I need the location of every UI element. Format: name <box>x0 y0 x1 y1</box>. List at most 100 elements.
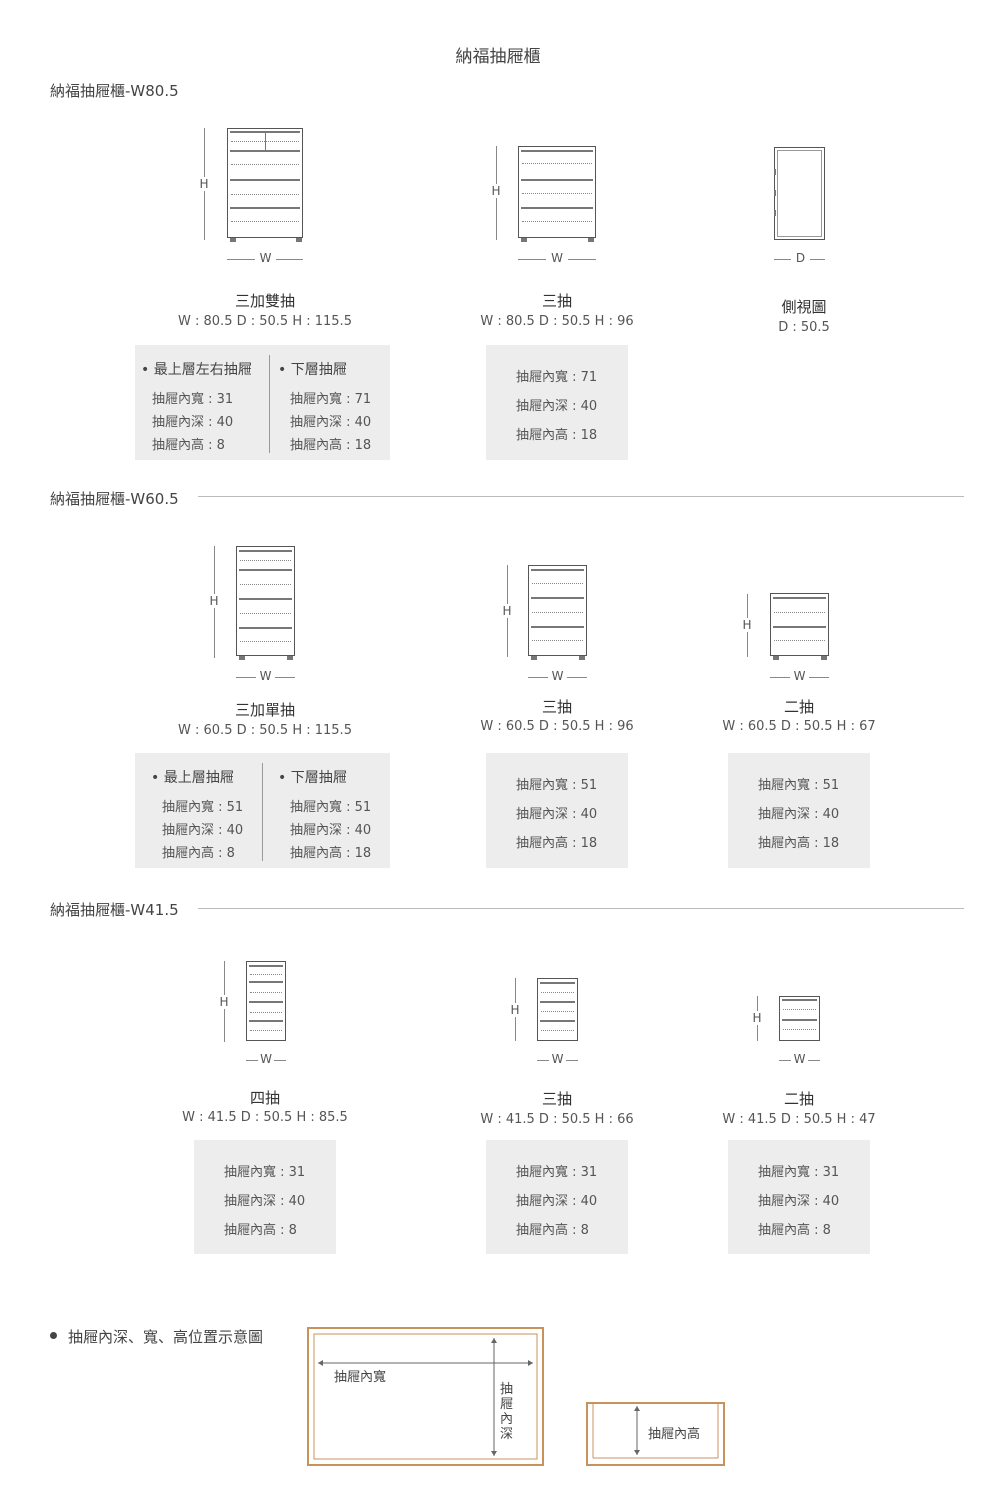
inner-height: 抽屜內高 : 8 <box>224 1223 297 1238</box>
box-divider <box>269 355 270 453</box>
inner-depth: 抽屜內深 : 40 <box>290 415 372 430</box>
product-spec: W : 60.5 D : 50.5 H : 67 <box>722 719 876 734</box>
inner-height: 抽屜內高 : 18 <box>516 836 598 851</box>
product-spec: W : 41.5 D : 50.5 H : 66 <box>480 1112 634 1127</box>
inner-depth: 抽屜內深 : 40 <box>162 823 244 838</box>
cabinet-front <box>227 128 303 238</box>
drawer-spec-box: 抽屜內寬 : 51 抽屜內深 : 40 抽屜內高 : 18 <box>728 753 870 868</box>
cabinet-front <box>236 546 295 656</box>
drawer-spec-box: 抽屜內寬 : 31 抽屜內深 : 40 抽屜內高 : 8 <box>728 1140 870 1254</box>
cabinet-front <box>528 565 587 656</box>
inner-width: 抽屜內寬 : 51 <box>162 800 244 815</box>
section-divider <box>198 908 964 909</box>
box-heading: • 下層抽屜 <box>278 770 347 786</box>
product-name: 三抽 <box>541 292 572 310</box>
inner-width: 抽屜內寬 : 51 <box>758 778 840 793</box>
drawer-spec-box: 抽屜內寬 : 51 抽屜內深 : 40 抽屜內高 : 18 <box>486 753 628 868</box>
side-view-title: 側視圖 <box>781 298 827 316</box>
inner-depth-label: 抽屜內深 <box>500 1382 514 1442</box>
drawer-spec-box: 抽屜內寬 : 31 抽屜內深 : 40 抽屜內高 : 8 <box>486 1140 628 1254</box>
height-label: H <box>196 177 212 191</box>
product-name: 四抽 <box>249 1089 280 1107</box>
width-label: W <box>259 669 272 683</box>
box-divider <box>262 763 263 861</box>
cabinet-front <box>770 593 829 656</box>
depth-label: D <box>795 251 806 265</box>
width-label: W <box>793 669 806 683</box>
cabinet-front <box>518 146 596 238</box>
product-name: 二抽 <box>783 698 814 716</box>
page-title: 納福抽屜櫃 <box>455 47 541 67</box>
drawer-side-view <box>586 1402 725 1466</box>
product-spec: W : 41.5 D : 50.5 H : 85.5 <box>182 1110 348 1125</box>
side-view-spec: D : 50.5 <box>778 320 830 335</box>
inner-width: 抽屜內寬 : 31 <box>152 392 234 407</box>
inner-height: 抽屜內高 : 18 <box>516 428 598 443</box>
width-label: W <box>260 1052 272 1066</box>
bullet-icon <box>50 1332 57 1339</box>
product-spec: W : 41.5 D : 50.5 H : 47 <box>722 1112 876 1127</box>
product-spec: W : 60.5 D : 50.5 H : 96 <box>480 719 634 734</box>
box-heading: • 下層抽屜 <box>278 362 347 378</box>
inner-depth: 抽屜內深 : 40 <box>516 807 598 822</box>
box-heading: • 最上層左右抽屜 <box>141 362 252 378</box>
section-title: 納福抽屜櫃-W41.5 <box>50 901 179 919</box>
inner-width: 抽屜內寬 : 31 <box>224 1165 306 1180</box>
product-name: 三加雙抽 <box>234 292 295 310</box>
product-name: 三加單抽 <box>234 701 295 719</box>
inner-width: 抽屜內寬 : 71 <box>290 392 372 407</box>
inner-height: 抽屜內高 : 18 <box>758 836 840 851</box>
height-label: H <box>739 618 755 632</box>
drawer-spec-box: • 最上層抽屜 抽屜內寬 : 51 抽屜內深 : 40 抽屜內高 : 8 • 下… <box>135 753 390 868</box>
inner-height: 抽屜內高 : 18 <box>290 846 372 861</box>
height-label: H <box>488 184 504 198</box>
product-spec: W : 80.5 D : 50.5 H : 96 <box>480 314 634 329</box>
width-label: W <box>259 251 272 265</box>
width-label: W <box>793 1052 806 1066</box>
product-spec: W : 80.5 D : 50.5 H : 115.5 <box>178 314 352 329</box>
inner-depth: 抽屜內深 : 40 <box>758 1194 840 1209</box>
cabinet-side <box>774 147 825 240</box>
inner-depth: 抽屜內深 : 40 <box>516 1194 598 1209</box>
legend-title: 抽屜內深、寬、高位置示意圖 <box>68 1328 264 1346</box>
inner-height: 抽屜內高 : 8 <box>516 1223 589 1238</box>
drawer-spec-box: • 最上層左右抽屜 抽屜內寬 : 31 抽屜內深 : 40 抽屜內高 : 8 •… <box>135 345 390 460</box>
inner-height: 抽屜內高 : 8 <box>152 438 225 453</box>
inner-width-label: 抽屜內寬 <box>334 1370 387 1385</box>
section-title: 納福抽屜櫃-W60.5 <box>50 490 179 508</box>
height-label: H <box>206 594 222 608</box>
cabinet-front <box>779 996 820 1041</box>
section-divider <box>198 496 964 497</box>
height-label: H <box>507 1003 523 1017</box>
inner-height-label: 抽屜內高 <box>648 1427 701 1442</box>
inner-height: 抽屜內高 : 8 <box>758 1223 831 1238</box>
width-label: W <box>551 251 563 265</box>
inner-width: 抽屜內寬 : 51 <box>516 778 598 793</box>
cabinet-front <box>537 978 578 1041</box>
product-name: 二抽 <box>783 1090 814 1108</box>
drawer-spec-box: 抽屜內寬 : 31 抽屜內深 : 40 抽屜內高 : 8 <box>194 1140 336 1254</box>
inner-height: 抽屜內高 : 8 <box>162 846 235 861</box>
box-heading: • 最上層抽屜 <box>151 770 234 786</box>
inner-height: 抽屜內高 : 18 <box>290 438 372 453</box>
inner-width: 抽屜內寬 : 31 <box>516 1165 598 1180</box>
inner-depth: 抽屜內深 : 40 <box>758 807 840 822</box>
product-name: 三抽 <box>541 698 572 716</box>
height-label: H <box>749 1011 765 1025</box>
height-label: H <box>499 604 515 618</box>
inner-depth: 抽屜內深 : 40 <box>224 1194 306 1209</box>
drawer-spec-box: 抽屜內寬 : 71 抽屜內深 : 40 抽屜內高 : 18 <box>486 345 628 460</box>
inner-depth: 抽屜內深 : 40 <box>290 823 372 838</box>
inner-width: 抽屜內寬 : 71 <box>516 370 598 385</box>
width-label: W <box>551 669 564 683</box>
inner-width: 抽屜內寬 : 31 <box>758 1165 840 1180</box>
section-title: 納福抽屜櫃-W80.5 <box>50 82 179 100</box>
product-name: 三抽 <box>541 1090 572 1108</box>
cabinet-front <box>246 961 286 1041</box>
inner-depth: 抽屜內深 : 40 <box>152 415 234 430</box>
inner-width: 抽屜內寬 : 51 <box>290 800 372 815</box>
product-spec: W : 60.5 D : 50.5 H : 115.5 <box>178 723 352 738</box>
width-label: W <box>551 1052 564 1066</box>
inner-depth: 抽屜內深 : 40 <box>516 399 598 414</box>
drawer-top-view <box>307 1327 544 1466</box>
